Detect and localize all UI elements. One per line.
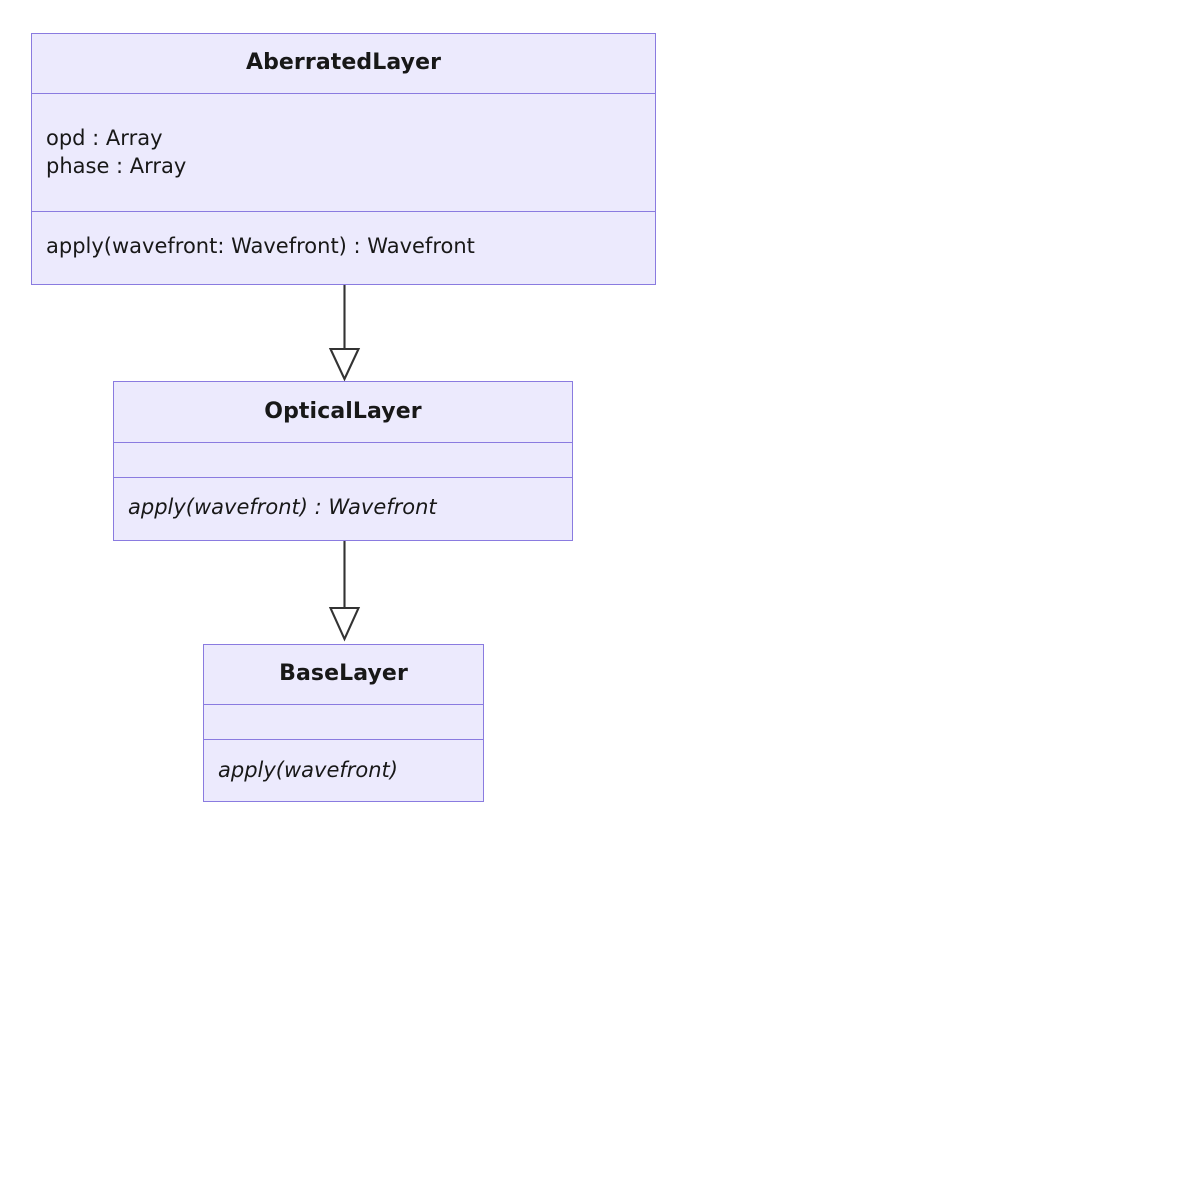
class-method-row: apply(wavefront): [218, 757, 398, 782]
class-attributes-compartment: [114, 443, 572, 478]
class-attributes-compartment: [204, 705, 483, 740]
class-node-aberratedlayer[interactable]: AberratedLayer opd : Array phase : Array…: [31, 33, 656, 285]
class-attribute-row: opd : Array: [46, 125, 163, 150]
class-attributes-compartment: opd : Array phase : Array: [32, 94, 655, 212]
class-name-label: BaseLayer: [279, 661, 408, 687]
class-methods-compartment: apply(wavefront: Wavefront) : Wavefront: [32, 212, 655, 282]
class-name-label: AberratedLayer: [245, 50, 442, 76]
class-title-compartment: AberratedLayer: [32, 34, 655, 94]
class-methods-compartment: apply(wavefront) : Wavefront: [114, 478, 572, 538]
hollow-triangle-arrowhead-icon: [328, 347, 361, 382]
class-node-baselayer[interactable]: BaseLayer apply(wavefront): [203, 644, 484, 802]
hollow-triangle-arrowhead-icon: [328, 606, 361, 642]
generalization-aberratedlayer-to-opticallayer: [328, 285, 361, 382]
class-method-row: apply(wavefront) : Wavefront: [128, 495, 437, 520]
class-method-row: apply(wavefront: Wavefront) : Wavefront: [46, 234, 475, 259]
class-title-compartment: BaseLayer: [204, 645, 483, 705]
class-title-compartment: OpticalLayer: [114, 382, 572, 443]
generalization-opticallayer-to-baselayer: [328, 541, 361, 642]
class-name-label: OpticalLayer: [264, 398, 422, 424]
class-attribute-row: phase : Array: [46, 153, 187, 178]
class-methods-compartment: apply(wavefront): [204, 740, 483, 801]
class-node-opticallayer[interactable]: OpticalLayer apply(wavefront) : Wavefron…: [113, 381, 573, 541]
